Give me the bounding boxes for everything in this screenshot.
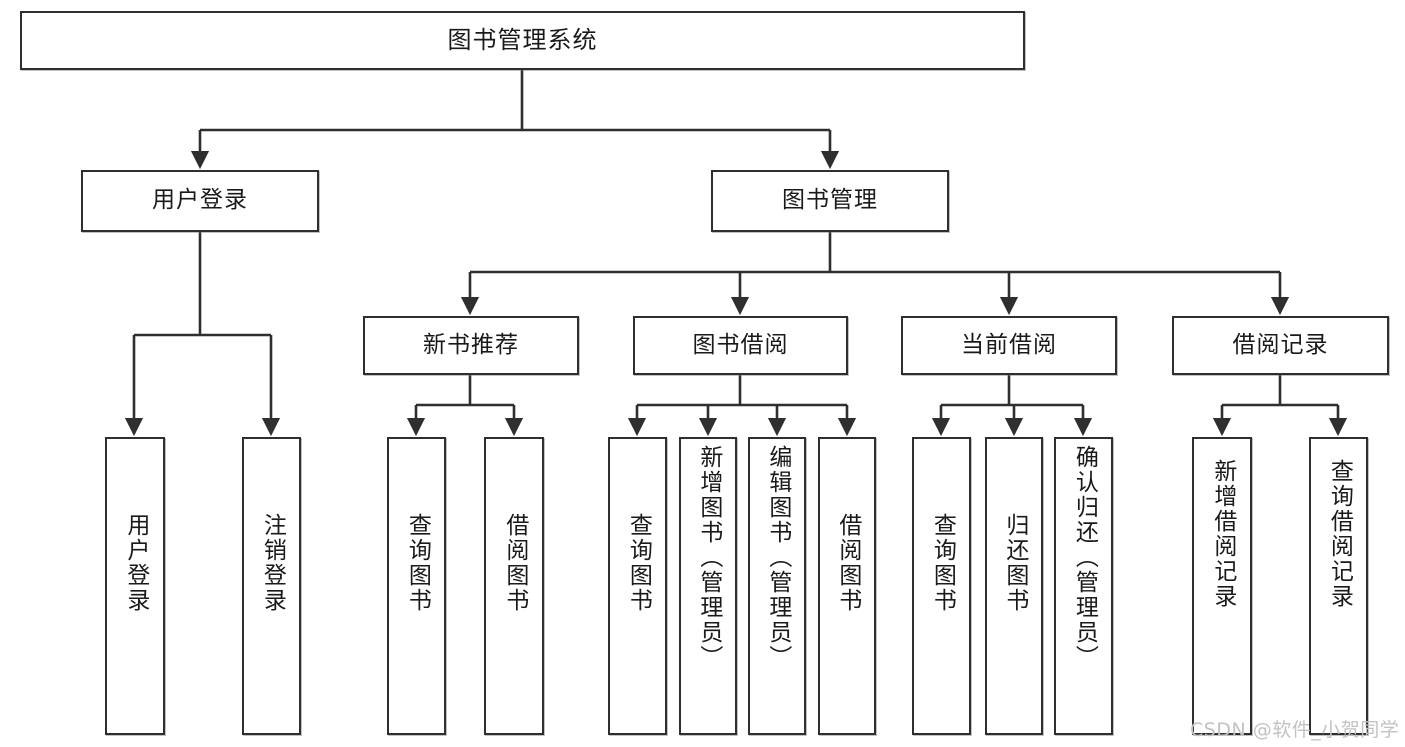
node-leaf-query-book-1[interactable]: 查询图书 — [387, 437, 446, 735]
leaf-label: 归还图书 — [1001, 513, 1028, 613]
node-leaf-logout-login[interactable]: 注销登录 — [242, 437, 301, 735]
node-new-book-recommend[interactable]: 新书推荐 — [363, 316, 579, 375]
leaf-label: 注销登录 — [259, 513, 286, 613]
node-leaf-query-borrow-record[interactable]: 查询借阅记录 — [1309, 437, 1368, 735]
leaf-label: 借阅图书 — [501, 513, 528, 613]
node-current-borrow[interactable]: 当前借阅 — [901, 316, 1117, 375]
node-leaf-add-book-admin[interactable]: 新增图书（管理员） — [679, 437, 737, 735]
leaf-label: 查询图书 — [404, 513, 431, 613]
leaf-label: 查询图书 — [625, 513, 652, 613]
csdn-watermark: CSDN @软件_小贺同学 — [1190, 719, 1400, 741]
node-leaf-query-book-2[interactable]: 查询图书 — [608, 437, 667, 735]
node-book-borrow[interactable]: 图书借阅 — [633, 316, 848, 375]
node-user-login[interactable]: 用户登录 — [81, 170, 319, 232]
node-leaf-user-login[interactable]: 用户登录 — [105, 437, 165, 735]
node-leaf-edit-book-admin[interactable]: 编辑图书（管理员） — [748, 437, 806, 735]
leaf-label: 借阅图书 — [834, 513, 861, 613]
node-leaf-query-book-3[interactable]: 查询图书 — [912, 437, 971, 735]
node-root-system[interactable]: 图书管理系统 — [20, 11, 1025, 70]
node-leaf-borrow-book-1[interactable]: 借阅图书 — [484, 437, 544, 735]
leaf-label: 查询图书 — [929, 513, 956, 613]
node-borrow-record[interactable]: 借阅记录 — [1172, 316, 1389, 375]
leaf-label: 确认归还（管理员） — [1071, 445, 1098, 670]
leaf-label: 用户登录 — [122, 513, 149, 613]
leaf-label: 新增图书（管理员） — [695, 445, 722, 670]
leaf-label: 新增借阅记录 — [1209, 459, 1236, 609]
node-leaf-borrow-book-2[interactable]: 借阅图书 — [818, 437, 876, 735]
node-leaf-confirm-return-admin[interactable]: 确认归还（管理员） — [1054, 437, 1113, 735]
leaf-label: 查询借阅记录 — [1326, 459, 1353, 609]
node-book-manage[interactable]: 图书管理 — [711, 170, 949, 232]
node-leaf-return-book[interactable]: 归还图书 — [985, 437, 1043, 735]
leaf-label: 编辑图书（管理员） — [764, 445, 791, 670]
node-leaf-add-borrow-record[interactable]: 新增借阅记录 — [1192, 437, 1252, 735]
